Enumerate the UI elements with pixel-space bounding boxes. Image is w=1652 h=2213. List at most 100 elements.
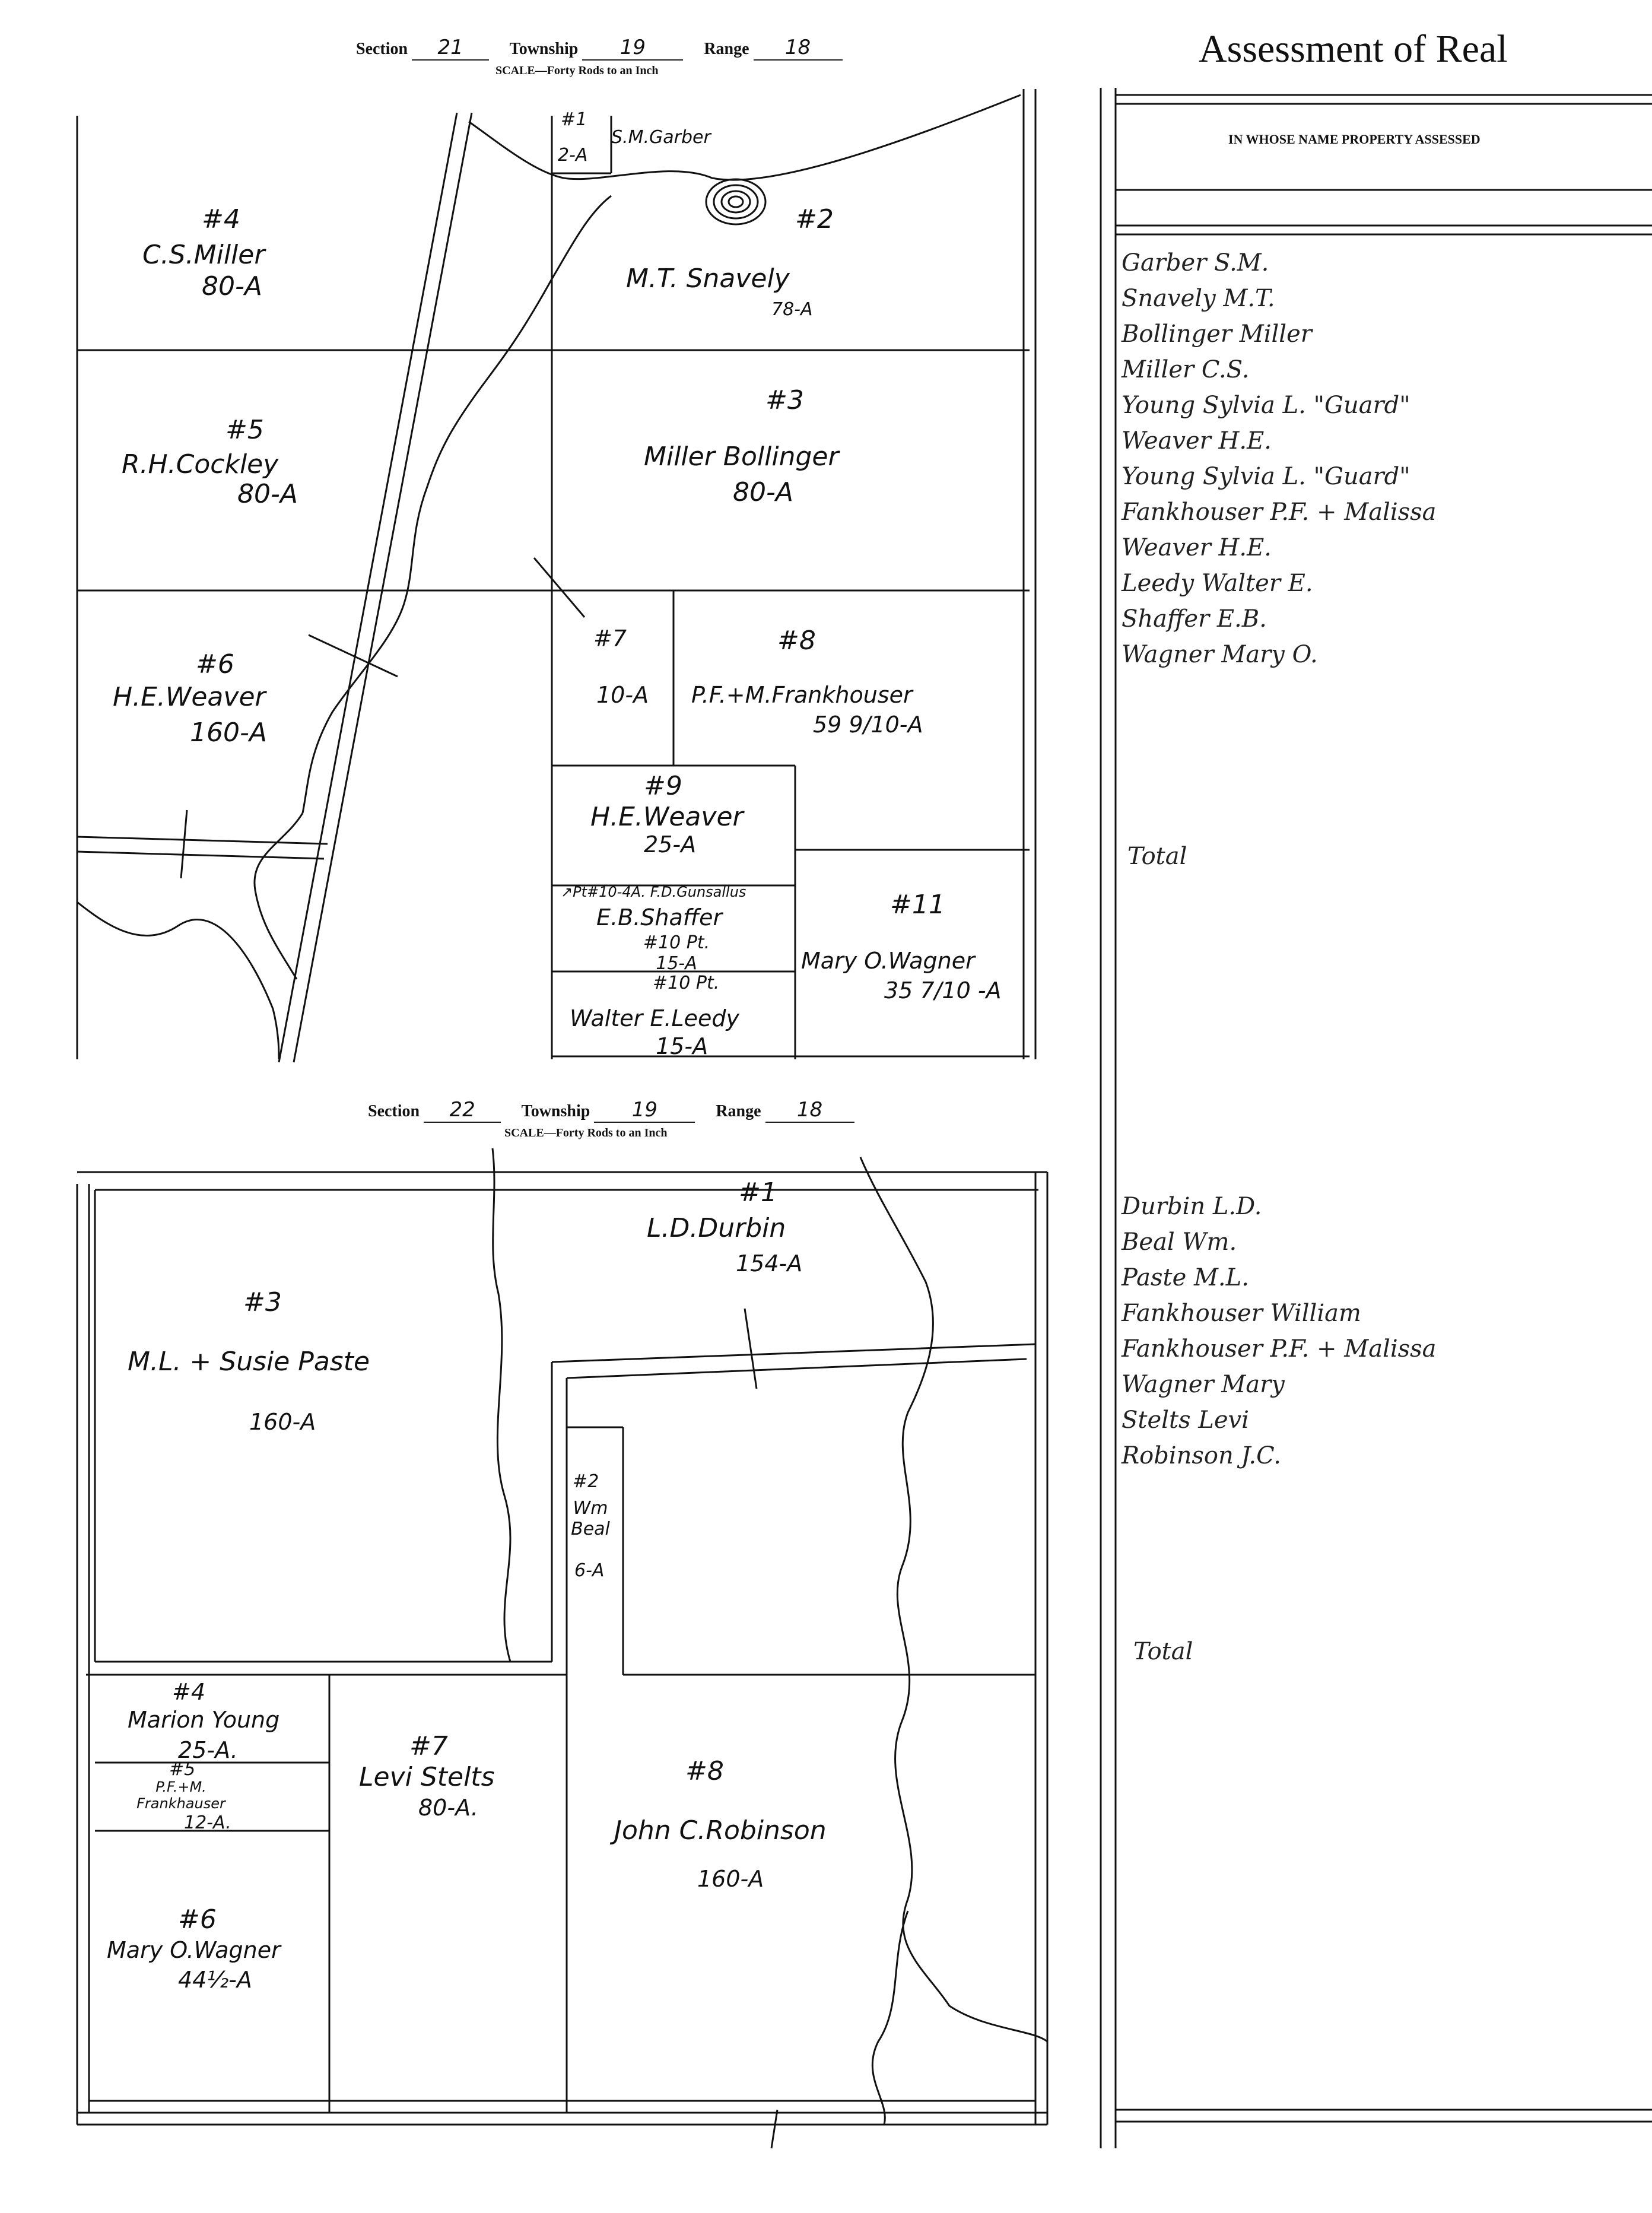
m1-p10-owner: E.B.Shaffer bbox=[596, 904, 723, 931]
m2-p8-owner: John C.Robinson bbox=[614, 1815, 827, 1846]
m2-p5-num: #5 bbox=[169, 1759, 196, 1780]
range-label: Range bbox=[704, 40, 749, 58]
m1-p9-num: #9 bbox=[644, 771, 682, 801]
m2-p4-num: #4 bbox=[172, 1679, 206, 1705]
m2-p3-owner: M.L. + Susie Paste bbox=[128, 1347, 370, 1377]
m2-p7-num: #7 bbox=[409, 1731, 448, 1761]
m1-p4-owner: C.S.Miller bbox=[142, 240, 265, 270]
ledger-entry: Wagner Mary O. bbox=[1122, 641, 1318, 668]
ledger-entry: Beal Wm. bbox=[1122, 1228, 1237, 1256]
ledger-entry: Wagner Mary bbox=[1122, 1371, 1285, 1398]
ledger-entry: Durbin L.D. bbox=[1122, 1193, 1262, 1220]
township-label: Township bbox=[509, 40, 579, 58]
map1-scale: SCALE—Forty Rods to an Inch bbox=[495, 64, 659, 77]
ledger-entry: Stelts Levi bbox=[1122, 1406, 1249, 1434]
m1-p8-acres: 59 9/10-A bbox=[813, 712, 923, 738]
m1-p7-acres: 10-A bbox=[596, 682, 649, 708]
ledger-entry: Weaver H.E. bbox=[1122, 427, 1272, 455]
m1-p10-note: ↗Pt#10-4A. F.D.Gunsallus bbox=[561, 884, 746, 900]
m1-p11-acres: 35 7/10 -A bbox=[884, 977, 1002, 1004]
ledger-entry: Leedy Walter E. bbox=[1122, 570, 1313, 597]
ledger-group-1: Garber S.M. Snavely M.T. Bollinger Mille… bbox=[1122, 249, 1644, 677]
m1-garber-label: S.M.Garber bbox=[611, 127, 711, 148]
m1-p11-num: #11 bbox=[890, 890, 945, 920]
ledger-entry: Shaffer E.B. bbox=[1122, 605, 1267, 633]
section-label: Section bbox=[356, 40, 408, 58]
m2-p7-owner: Levi Stelts bbox=[359, 1762, 495, 1792]
township-label-2: Township bbox=[521, 1102, 590, 1120]
m2-p5-owner: P.F.+M. Frankhauser bbox=[136, 1779, 225, 1812]
map2-section-value: 22 bbox=[424, 1098, 501, 1123]
m1-p6-acres: 160-A bbox=[190, 717, 267, 748]
m1-p6-owner: H.E.Weaver bbox=[113, 682, 266, 712]
ledger-total-1: Total bbox=[1127, 843, 1187, 870]
m1-p11-owner: Mary O.Wagner bbox=[801, 948, 975, 974]
m2-p6-num: #6 bbox=[178, 1904, 217, 1935]
m2-p1-owner: L.D.Durbin bbox=[647, 1213, 786, 1243]
ledger-entry: Young Sylvia L. "Guard" bbox=[1122, 463, 1410, 490]
m1-p5-owner: R.H.Cockley bbox=[122, 449, 279, 480]
m2-p4-owner: Marion Young bbox=[128, 1707, 280, 1733]
m1-p3-owner: Miller Bollinger bbox=[644, 442, 839, 472]
ledger-total-2: Total bbox=[1133, 1638, 1193, 1665]
range-label-2: Range bbox=[716, 1102, 761, 1120]
ledger-entry: Garber S.M. bbox=[1122, 249, 1269, 277]
m1-p6-num: #6 bbox=[196, 649, 234, 680]
map2-township-value: 19 bbox=[594, 1098, 695, 1123]
map2-header: Section 22 Township 19 Range 18 bbox=[368, 1098, 854, 1123]
m2-p6-owner: Mary O.Wagner bbox=[107, 1937, 281, 1963]
m1-p7-num: #7 bbox=[593, 626, 627, 652]
ledger-entry: Fankhouser P.F. + Malissa bbox=[1122, 499, 1437, 526]
m2-p1-acres: 154-A bbox=[736, 1250, 803, 1277]
m2-p6-acres: 44½-A bbox=[178, 1967, 252, 1993]
m1-p10-acres: #10 Pt. 15-A bbox=[643, 932, 710, 974]
map1-range-value: 18 bbox=[753, 36, 843, 61]
m1-p5-acres: 80-A bbox=[237, 479, 298, 509]
ledger-column-heading: IN WHOSE NAME PROPERTY ASSESSED bbox=[1228, 132, 1481, 147]
m1-p2-acres: 78-A bbox=[771, 299, 813, 320]
m2-p2-owner: Wm Beal bbox=[571, 1498, 610, 1539]
page-title: Assessment of Real bbox=[1199, 27, 1508, 71]
ledger-entry: Snavely M.T. bbox=[1122, 285, 1275, 312]
m1-p8-owner: P.F.+M.Frankhouser bbox=[691, 682, 913, 708]
m1-p2-owner: M.T. Snavely bbox=[626, 263, 790, 294]
m2-p2-acres: 6-A bbox=[574, 1560, 605, 1581]
m2-p2-num: #2 bbox=[573, 1471, 599, 1492]
m2-p4-acres: 25-A. bbox=[178, 1737, 238, 1763]
m1-p1-acres: 2-A bbox=[558, 145, 588, 166]
m2-p3-acres: 160-A bbox=[249, 1409, 316, 1435]
m1-p4-acres: 80-A bbox=[202, 271, 262, 301]
m1-p10pt-acres: 15-A bbox=[656, 1033, 709, 1059]
map2-scale: SCALE—Forty Rods to an Inch bbox=[504, 1126, 668, 1139]
m1-p1-num: #1 bbox=[561, 109, 587, 130]
ledger-entry: Robinson J.C. bbox=[1122, 1442, 1281, 1469]
ledger-entry: Paste M.L. bbox=[1122, 1264, 1249, 1291]
m2-p1-num: #1 bbox=[739, 1177, 777, 1208]
m2-p7-acres: 80-A. bbox=[418, 1795, 478, 1821]
m2-p8-acres: 160-A bbox=[697, 1866, 764, 1892]
ledger-group-2: Durbin L.D. Beal Wm. Paste M.L. Fankhous… bbox=[1122, 1193, 1644, 1478]
ledger-entry: Young Sylvia L. "Guard" bbox=[1122, 392, 1410, 419]
ledger-entry: Miller C.S. bbox=[1122, 356, 1250, 383]
m1-p9-acres: 25-A bbox=[644, 831, 697, 858]
ledger-entry: Weaver H.E. bbox=[1122, 534, 1272, 561]
m2-p5-acres: 12-A. bbox=[184, 1812, 231, 1833]
m1-p8-num: #8 bbox=[777, 626, 816, 656]
m2-p3-num: #3 bbox=[243, 1287, 282, 1317]
ledger-entry: Fankhouser William bbox=[1122, 1300, 1361, 1327]
m1-p3-acres: 80-A bbox=[733, 477, 793, 507]
map1-header: Section 21 Township 19 Range 18 bbox=[356, 36, 843, 61]
ledger-entry: Fankhouser P.F. + Malissa bbox=[1122, 1335, 1437, 1363]
section-label-2: Section bbox=[368, 1102, 420, 1120]
m1-p5-num: #5 bbox=[225, 415, 264, 445]
map1-section-value: 21 bbox=[412, 36, 490, 61]
m1-p10pt-num: #10 Pt. bbox=[653, 973, 720, 993]
m2-p8-num: #8 bbox=[685, 1756, 724, 1786]
map1-township-value: 19 bbox=[582, 36, 684, 61]
m1-p10pt-owner: Walter E.Leedy bbox=[570, 1005, 739, 1031]
m1-p9-owner: H.E.Weaver bbox=[590, 802, 744, 832]
m1-p4-num: #4 bbox=[202, 204, 240, 234]
ledger-entry: Bollinger Miller bbox=[1122, 320, 1312, 348]
m1-p2-num: #2 bbox=[795, 204, 834, 234]
